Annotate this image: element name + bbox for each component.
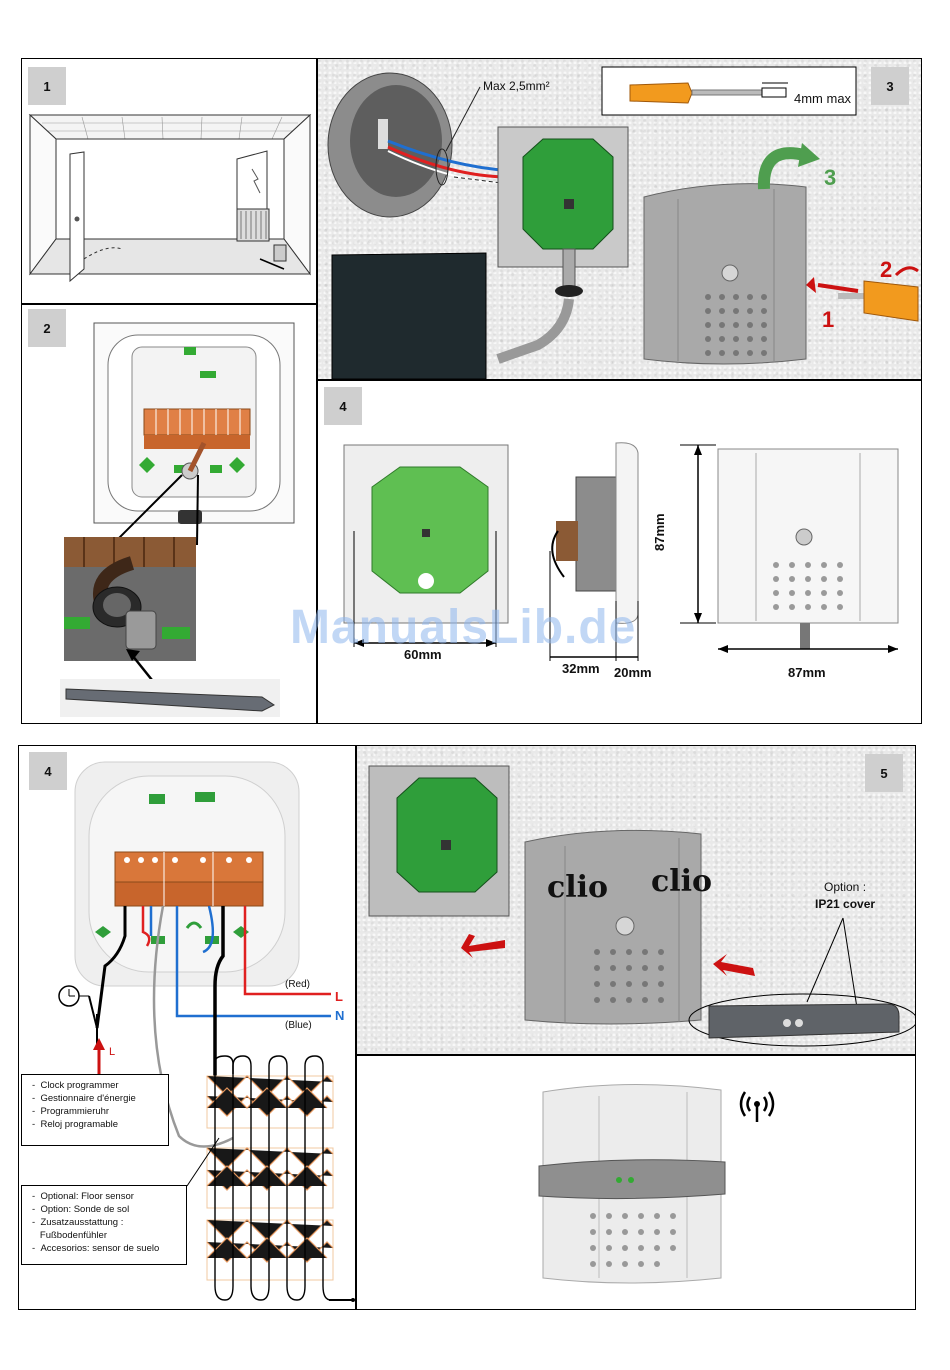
width-87-label: 87mm	[788, 665, 826, 680]
final-assembly-illustration	[538, 1083, 726, 1284]
step-number-badge: 2	[28, 309, 66, 347]
legend-line: - Gestionnaire d'énergie	[32, 1093, 136, 1104]
room-illustration	[28, 113, 312, 283]
legend-line: - Programmieruhr	[32, 1106, 110, 1117]
assembly-illustration	[327, 66, 919, 379]
thermostat-back-illustration	[60, 322, 295, 717]
brand-logo-right: clio	[651, 864, 713, 899]
legend-line: - Accesorios: sensor de suelo	[32, 1243, 160, 1254]
N-output-label: N	[335, 1008, 345, 1023]
step-number-badge: 3	[871, 67, 909, 105]
panel-sensor-clip: 2	[21, 304, 317, 724]
legend-line: - Optional: Floor sensor	[32, 1191, 134, 1202]
dimensions-illustration	[343, 442, 899, 661]
L-input-label: L	[109, 1046, 116, 1058]
blue-wire-label: (Blue)	[285, 1020, 312, 1031]
ip21-cover-label: IP21 cover	[815, 897, 876, 911]
step-number-badge: 4	[29, 752, 67, 790]
panel-cover-mounting: 5 clio clio Option : IP21 cover	[356, 745, 916, 1055]
step2-number: 2	[880, 257, 893, 282]
max-wire-label: Max 2,5mm²	[483, 79, 550, 93]
step-number-badge: 4	[324, 387, 362, 425]
panel-final-assembly	[356, 1055, 916, 1310]
brand-logo-left: clio	[547, 870, 609, 905]
step-number-badge: 5	[865, 754, 903, 792]
cover-mounting-illustration	[368, 765, 915, 1047]
legend-line: - Option: Sonde de sol	[32, 1204, 130, 1215]
legend-line: Fußbodenfühler	[39, 1230, 107, 1241]
wiring-diagram	[58, 761, 355, 1302]
wireless-signal-icon	[739, 1091, 775, 1122]
screwdriver-size-label: 4mm max	[794, 91, 852, 106]
watermark: ManualsLib.de	[290, 601, 637, 654]
panel-dimensions: 4 60mm 32mm 20mm	[317, 380, 922, 724]
step3-number: 3	[824, 165, 837, 190]
clock-programmer-legend: - Clock programmer - Gestionnaire d'éner…	[21, 1074, 169, 1146]
depth-32-label: 32mm	[562, 661, 600, 676]
legend-line: - Clock programmer	[32, 1080, 119, 1091]
floor-sensor-legend: - Optional: Floor sensor - Option: Sonde…	[21, 1185, 187, 1265]
option-label: Option :	[824, 880, 867, 894]
height-87-label: 87mm	[652, 513, 667, 551]
panel-wiring: 4	[18, 745, 356, 1310]
step1-number: 1	[822, 307, 835, 332]
panel-assembly: 3	[317, 58, 922, 380]
step-number-badge: 1	[28, 67, 66, 105]
red-wire-label: (Red)	[285, 979, 311, 990]
width-60-label: 60mm	[404, 647, 442, 662]
legend-line: - Reloj programable	[32, 1119, 119, 1130]
depth-20-label: 20mm	[614, 665, 652, 680]
L-output-label: L	[335, 989, 343, 1004]
panel-room: 1	[21, 58, 317, 304]
legend-line: - Zusatzausstattung :	[32, 1217, 124, 1228]
